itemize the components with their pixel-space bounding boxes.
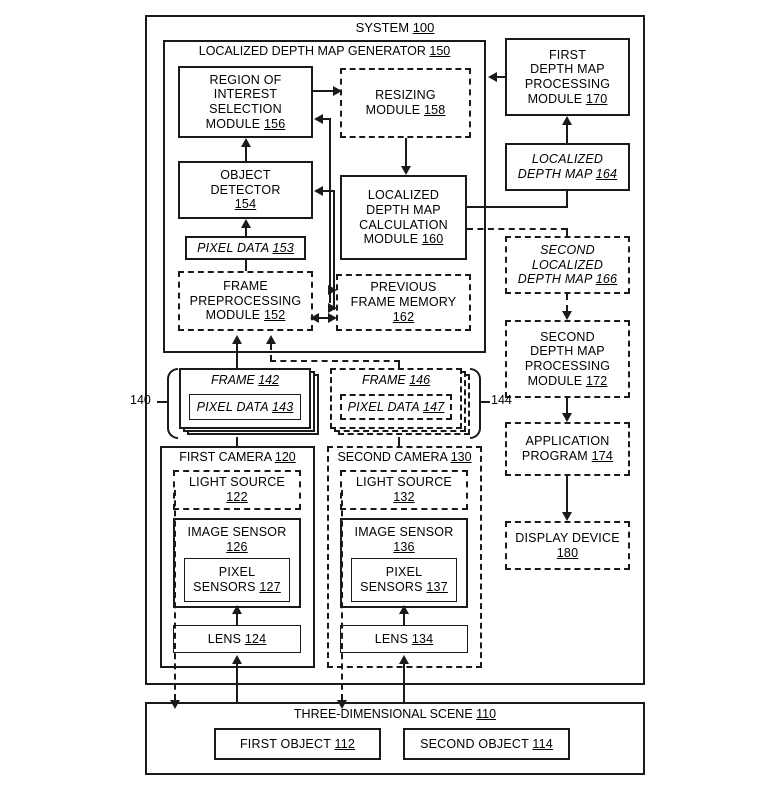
conn-ldm166-to-seconddmp-arrow	[562, 311, 572, 320]
conn-scene-to-lens134-arrow	[399, 655, 409, 664]
conn-roi-to-resizing-arrow	[333, 86, 342, 96]
frames-144-ref: 144	[491, 393, 512, 407]
frame-146-label: FRAME 146	[361, 373, 431, 387]
conn-ldmcalc-out-solid-riser	[566, 191, 568, 207]
frame-142-label: FRAME 142	[210, 373, 280, 387]
light-source-122: LIGHT SOURCE 122	[173, 470, 301, 510]
conn-ldmcalc-out-solid	[467, 206, 568, 208]
conn-ldm164-to-firstdmp	[566, 125, 568, 143]
conn-firstdmp-to-generator-dashed	[497, 76, 505, 78]
region-of-interest-selection-module[interactable]: REGION OF INTEREST SELECTION MODULE 156	[178, 66, 313, 138]
conn-lens124-to-sensor126-arrow	[232, 605, 242, 614]
three-dimensional-scene-title: THREE-DIMENSIONAL SCENE 110	[293, 707, 497, 721]
second-localized-depth-map-166: SECOND LOCALIZED DEPTH MAP 166	[505, 236, 630, 294]
conn-scene-to-lens134	[403, 664, 405, 702]
conn-ldm166-to-seconddmp	[566, 294, 568, 311]
conn-resizing-to-ldmcalc	[405, 138, 407, 166]
conn-firstdmp-to-generator-arrow	[488, 72, 497, 82]
conn-camera130-to-frame146	[398, 437, 400, 447]
conn-frame146-to-fpm-riser	[398, 360, 400, 370]
conn-camera120-to-frame142	[236, 437, 238, 447]
pixel-data-153: PIXEL DATA 153	[185, 236, 306, 260]
conn-pixeldata-to-objdet	[245, 228, 247, 236]
conn-frame146-to-fpm-run	[270, 360, 400, 362]
conn-ldmcalc-out-dashed	[467, 228, 567, 230]
lens-134: LENS 134	[340, 625, 468, 653]
conn-lens134-to-sensor136-arrow	[399, 605, 409, 614]
conn-lightsource122-drop	[174, 490, 176, 700]
conn-roi-to-resizing	[313, 90, 335, 92]
localized-depth-map-164: LOCALIZED DEPTH MAP 164	[505, 143, 630, 191]
conn-fpm-pfm	[318, 317, 332, 319]
conn-pfm-in-arrow-top	[328, 285, 337, 295]
frames-140-ref: 140	[130, 393, 151, 407]
conn-frame146-to-fpm-arrow	[266, 335, 276, 344]
localized-depth-map-generator-container	[163, 40, 486, 353]
frames-144-brace	[470, 368, 481, 439]
conn-ldm164-to-firstdmp-arrow	[562, 116, 572, 125]
conn-scene-to-lens124	[236, 664, 238, 702]
conn-into-roi-riser	[329, 118, 331, 303]
system-title: SYSTEM 100	[355, 20, 435, 35]
three-dimensional-scene-container	[145, 702, 645, 775]
conn-into-roi-arrow	[314, 114, 323, 124]
pixel-sensors-127: PIXEL SENSORS 127	[184, 558, 290, 602]
conn-frame142-to-fpm-arrow	[232, 335, 242, 344]
conn-pixeldata-to-objdet-arrow	[241, 219, 251, 228]
conn-into-object-detector-riser	[333, 190, 335, 310]
frames-144-tick	[479, 401, 490, 403]
first-object: FIRST OBJECT 112	[214, 728, 381, 760]
system-container	[145, 15, 645, 685]
conn-lightsource122-arrow	[170, 700, 180, 709]
first-depth-map-processing-module[interactable]: FIRST DEPTH MAP PROCESSING MODULE 170	[505, 38, 630, 116]
conn-seconddmp-to-appprogram-arrow	[562, 413, 572, 422]
second-object: SECOND OBJECT 114	[403, 728, 570, 760]
lens-124: LENS 124	[173, 625, 301, 653]
conn-lens124-to-sensor126	[236, 614, 238, 626]
conn-into-roi-seg	[323, 118, 331, 120]
application-program[interactable]: APPLICATION PROGRAM 174	[505, 422, 630, 476]
frames-140-tick	[157, 401, 168, 403]
localized-depth-map-generator-title: LOCALIZED DEPTH MAP GENERATOR 150	[198, 44, 451, 58]
conn-lightsource132-arrow	[337, 700, 347, 709]
conn-objdet-to-roi-arrow	[241, 138, 251, 147]
conn-scene-to-lens124-arrow	[232, 655, 242, 664]
pixel-data-147: PIXEL DATA 147	[340, 394, 452, 420]
conn-ldmcalc-out-dashed-riser	[566, 228, 568, 238]
conn-into-object-detector-seg	[323, 190, 334, 192]
light-source-132: LIGHT SOURCE 132	[340, 470, 468, 510]
conn-lightsource132-drop	[341, 490, 343, 700]
conn-riser-b-foot	[329, 308, 335, 310]
conn-fpm-pfm-arrow-right	[328, 313, 337, 323]
pixel-data-143: PIXEL DATA 143	[189, 394, 301, 420]
second-camera-title: SECOND CAMERA 130	[337, 450, 472, 464]
object-detector-module[interactable]: OBJECT DETECTOR 154	[178, 161, 313, 219]
conn-lens134-to-sensor136	[403, 614, 405, 626]
conn-appprogram-to-display-arrow	[562, 512, 572, 521]
conn-objdet-to-roi	[245, 147, 247, 161]
frame-preprocessing-module[interactable]: FRAME PREPROCESSING MODULE 152	[178, 271, 313, 331]
conn-resizing-to-ldmcalc-arrow	[401, 166, 411, 175]
localized-depth-map-calculation-module[interactable]: LOCALIZED DEPTH MAP CALCULATION MODULE 1…	[340, 175, 467, 260]
conn-fpm-to-pixeldata	[245, 260, 247, 271]
resizing-module[interactable]: RESIZING MODULE 158	[340, 68, 471, 138]
frames-140-brace	[167, 368, 178, 439]
conn-frame146-to-fpm-drop	[270, 344, 272, 361]
previous-frame-memory[interactable]: PREVIOUS FRAME MEMORY 162	[336, 274, 471, 331]
pixel-sensors-137: PIXEL SENSORS 137	[351, 558, 457, 602]
second-depth-map-processing-module[interactable]: SECOND DEPTH MAP PROCESSING MODULE 172	[505, 320, 630, 398]
conn-seconddmp-to-appprogram	[566, 398, 568, 413]
conn-frame142-to-fpm	[236, 344, 238, 370]
first-camera-title: FIRST CAMERA 120	[179, 450, 296, 464]
display-device[interactable]: DISPLAY DEVICE 180	[505, 521, 630, 570]
conn-into-object-detector-arrow	[314, 186, 323, 196]
conn-appprogram-to-display	[566, 476, 568, 512]
conn-fpm-pfm-arrow-left	[310, 313, 319, 323]
